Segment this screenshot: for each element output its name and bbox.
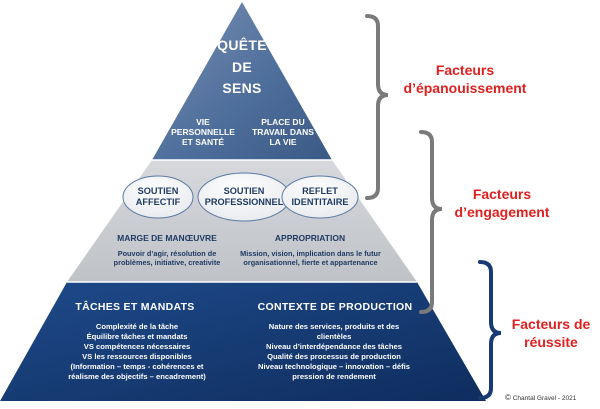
factor-line: réussite [524, 333, 578, 350]
copyright-credit: © Chantal Gravel - 2021 [505, 393, 576, 402]
quete-de-sens-title: QUÊTE DE SENS [197, 35, 287, 100]
list-item: VS compétences nécessaires [83, 342, 191, 352]
brace-epanouissement [365, 14, 389, 200]
pyramid-base-tier [0, 282, 486, 401]
list-item: Équilibre tâches et mandats [86, 332, 188, 342]
list-item: VS les ressources disponibles [82, 352, 192, 362]
oval-line: SOUTIEN [223, 186, 265, 196]
brace-reussite [478, 260, 502, 400]
list-item: pression de rendement [292, 372, 376, 382]
oval-line: REFLET [302, 186, 338, 196]
marge-de-manoeuvre-heading: MARGE DE MANŒUVRE [117, 233, 217, 243]
label-line: PLACE DU [261, 117, 305, 127]
list-item: Complexité de la tâche [95, 322, 179, 331]
appropriation-description: Mission, vision, implication dans le fut… [228, 249, 393, 267]
factor-label-epanouissement: Facteurs d’épanouissement [398, 62, 532, 97]
list-item: Nature des services, produits et des [268, 322, 400, 331]
list-item: Qualité des processus de production [267, 352, 401, 362]
list-item: Niveau technologique – innovation – défi… [258, 362, 410, 372]
label-line: PERSONNELLE [171, 127, 235, 138]
factor-line: Facteurs [472, 186, 532, 202]
credit-text: Chantal Gravel - 2021 [512, 395, 577, 402]
vie-personnelle-label: VIE PERSONNELLE ET SANTÉ [163, 117, 243, 147]
oval-line: PROFESSIONNEL [204, 196, 284, 207]
contexte-de-production-list: Nature des services, produits et des cli… [236, 322, 432, 382]
marge-de-manoeuvre-description: Pouvoir d’agir, résolution de problèmes,… [92, 249, 242, 267]
taches-et-mandats-list: Complexité de la tâche Équilibre tâches … [42, 322, 232, 382]
contexte-de-production-heading: CONTEXTE DE PRODUCTION [257, 301, 413, 313]
body-line: organisationnel, fierte et appartenance [243, 257, 378, 267]
taches-et-mandats-heading: TÂCHES ET MANDATS [75, 301, 195, 313]
factor-line: d’engagement [454, 203, 550, 220]
oval-soutien-affectif [122, 175, 194, 219]
body-line: problèmes, initiative, creativite [113, 257, 221, 267]
oval-line: SOUTIEN [137, 186, 179, 196]
label-line: ET SANTÉ [181, 137, 225, 148]
list-item: clientèles [316, 332, 352, 342]
brace-engagement [419, 130, 443, 314]
factor-label-engagement: Facteurs d’engagement [447, 186, 557, 221]
body-line: Pouvoir d’agir, résolution de [117, 249, 217, 258]
list-item: réalisme des objectifs – encadrement) [68, 372, 206, 382]
soutien-professionnel-label: SOUTIEN PROFESSIONNEL [198, 186, 290, 208]
label-line: VIE [196, 117, 210, 127]
label-line: LA VIE [269, 137, 297, 148]
soutien-affectif-label: SOUTIEN AFFECTIF [123, 186, 193, 208]
factor-line: Facteurs [435, 62, 495, 78]
place-du-travail-label: PLACE DU TRAVAIL DANS LA VIE [243, 117, 323, 147]
list-item: (Information – temps - cohérences et [70, 362, 204, 372]
factor-label-reussite: Facteurs de réussite [503, 316, 599, 351]
label-line: TRAVAIL DANS [252, 127, 314, 138]
title-line: DE [231, 58, 253, 75]
copyright-symbol: © [505, 393, 511, 402]
title-line: QUÊTE [217, 37, 267, 53]
oval-reflet-identitaire [281, 175, 359, 219]
oval-line: AFFECTIF [135, 196, 181, 207]
factor-line: Facteurs de [511, 316, 591, 332]
factor-line: d’épanouissement [403, 79, 527, 96]
pyramid-top-tier [152, 2, 332, 160]
oval-line: IDENTITAIRE [291, 196, 349, 207]
body-line: Mission, vision, implication dans le fut… [240, 249, 381, 258]
list-item: Niveau d’interdépendance des tâches [266, 342, 402, 352]
appropriation-heading: APPROPRIATION [274, 233, 346, 243]
title-line: SENS [222, 80, 262, 97]
reflet-identitaire-label: REFLET IDENTITAIRE [282, 186, 358, 208]
